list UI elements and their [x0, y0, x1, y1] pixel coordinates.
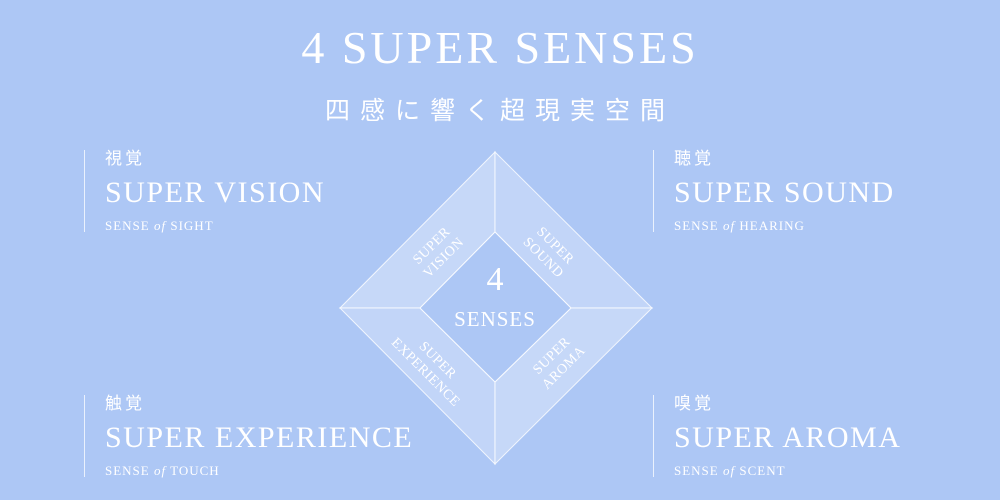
sense-subtitle: SENSE of SIGHT	[105, 218, 214, 233]
sense-block-sound: 聴覚 SUPER SOUND SENSE of HEARING	[653, 149, 895, 233]
page-subtitle: 四感に響く超現実空間	[324, 96, 675, 125]
sense-name: SUPER VISION	[105, 176, 325, 209]
sense-block-experience: 触覚 SUPER EXPERIENCE SENSE of TOUCH	[84, 394, 414, 478]
center-label: SENSES	[454, 307, 536, 331]
page-title: 4 SUPER SENSES	[301, 22, 699, 73]
sense-subtitle: SENSE of HEARING	[674, 218, 805, 233]
sense-jp-label: 嗅覚	[674, 394, 714, 414]
diamond-center	[419, 231, 572, 383]
sense-name: SUPER EXPERIENCE	[105, 421, 414, 454]
sense-block-aroma: 嗅覚 SUPER AROMA SENSE of SCENT	[653, 394, 902, 478]
sense-name: SUPER AROMA	[674, 421, 902, 454]
sense-jp-label: 触覚	[105, 394, 145, 414]
sense-name: SUPER SOUND	[674, 176, 895, 209]
sense-jp-label: 視覚	[105, 149, 145, 169]
sense-subtitle: SENSE of SCENT	[674, 463, 786, 478]
sense-jp-label: 聴覚	[674, 149, 714, 169]
sense-block-vision: 視覚 SUPER VISION SENSE of SIGHT	[84, 149, 325, 233]
center-number: 4	[487, 261, 504, 298]
sense-subtitle: SENSE of TOUCH	[105, 463, 220, 478]
